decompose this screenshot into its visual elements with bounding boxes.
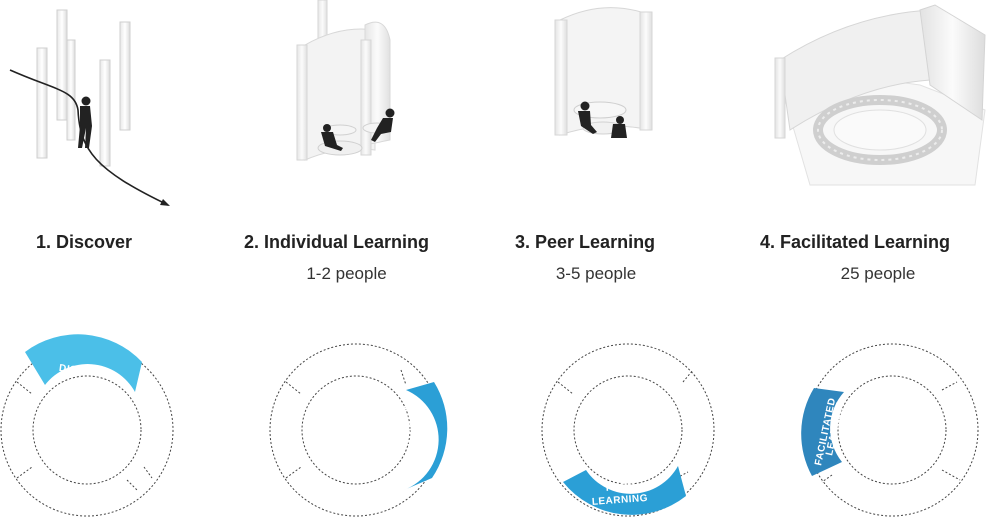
segment-facilitated-learning [801,388,844,476]
cycle-ring-peer-learning: PEER LEARNING [541,343,715,517]
stage-capacity-peer-learning: 3-5 people [555,264,637,283]
stage-title-individual-learning: 2. Individual Learning [244,232,430,252]
stage-title-facilitated-learning: 4. Facilitated Learning [760,232,951,252]
seated-people [321,108,395,151]
peer-learning-illustration [554,7,653,138]
stage-capacity-facilitated-learning: 25 people [840,264,916,283]
individual-learning-illustration [296,0,395,161]
segment-individual-learning [404,382,448,490]
segment-label-peer-line1: PEER [605,481,635,494]
cycle-ring-facilitated-learning: FACILITATED LEARNING [801,343,979,517]
seated-group [578,101,627,138]
segment-peer-learning [563,466,686,515]
segment-discover [25,334,142,392]
segment-label-peer-line2: LEARNING [592,493,649,508]
cycle-ring-discover: DISCOVER [0,334,174,517]
stage-capacity-individual-learning: 1-2 people [306,264,387,283]
discover-illustration [9,9,170,206]
cycle-ring-individual-learning: INDIVIDUAL LEARNING [269,343,448,517]
walking-person [78,96,92,148]
facilitated-learning-illustration [774,4,986,186]
stage-title-discover: 1. Discover [36,232,133,252]
stage-title-peer-learning: 3. Peer Learning [515,232,656,252]
